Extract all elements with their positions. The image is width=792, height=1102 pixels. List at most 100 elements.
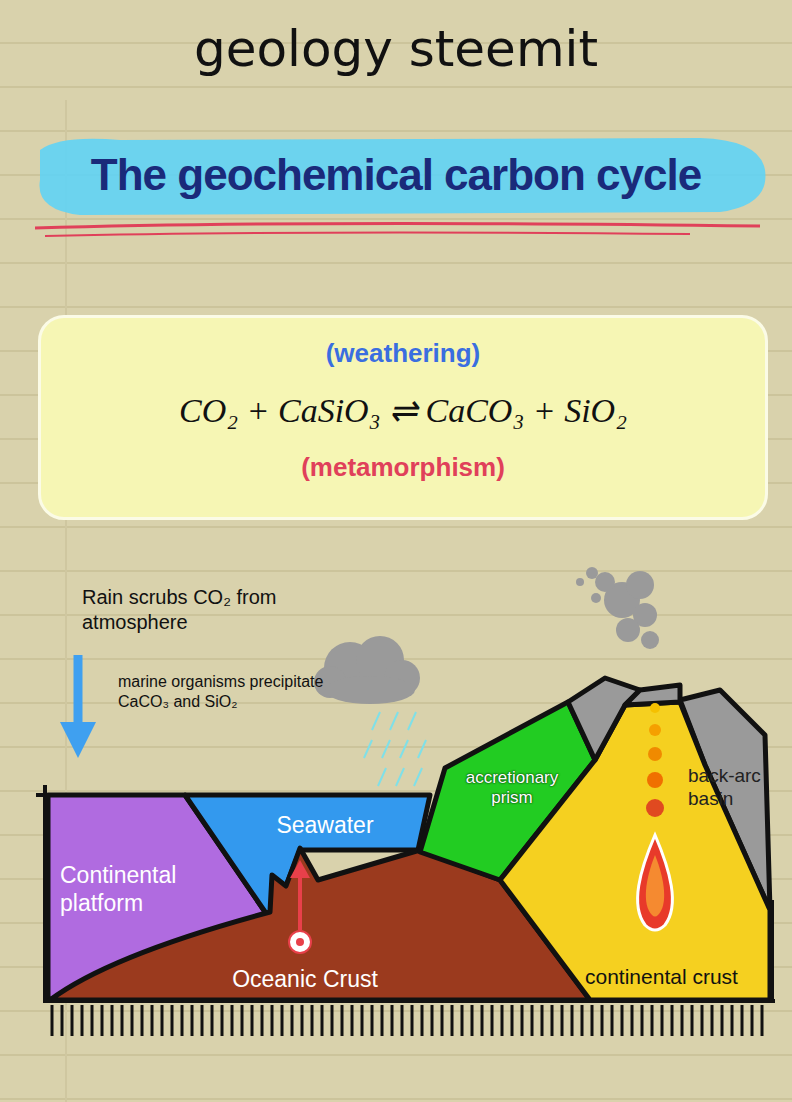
hatch-stroke [411, 1005, 414, 1036]
hatch-stroke [131, 1005, 134, 1036]
hatch-stroke [181, 1005, 184, 1036]
hatch-stroke [601, 1005, 604, 1036]
title-underline [35, 223, 760, 228]
hatch-stroke [301, 1005, 304, 1036]
hatch-stroke [61, 1005, 64, 1036]
hatch-stroke [141, 1005, 144, 1036]
hatch-stroke [191, 1005, 194, 1036]
volcanic-smoke [576, 567, 659, 649]
upwelling-source [289, 931, 311, 953]
hatch-stroke [111, 1005, 114, 1036]
hatch-stroke [91, 1005, 94, 1036]
hatch-stroke [331, 1005, 334, 1036]
hatch-stroke [651, 1005, 654, 1036]
ground-hatching [52, 1005, 762, 1036]
hatch-stroke [71, 1005, 74, 1036]
hatch-stroke [471, 1005, 474, 1036]
hatch-stroke [551, 1005, 554, 1036]
hatch-stroke [521, 1005, 524, 1036]
hatch-stroke [711, 1005, 714, 1036]
region-name: Continental platform [60, 862, 210, 917]
process-label: (metamorphism) [41, 452, 765, 483]
region-label: accretionary prism [452, 768, 572, 809]
hatch-stroke [671, 1005, 674, 1036]
region-name: Seawater [255, 812, 395, 840]
hatch-stroke [161, 1005, 164, 1036]
region-label: Continental platform [60, 862, 210, 917]
hatch-stroke [221, 1005, 224, 1036]
hatch-stroke [631, 1005, 634, 1036]
region-name: continental crust [585, 964, 765, 989]
region-label: Oceanic Crust [205, 966, 405, 994]
axis-line [43, 785, 47, 1003]
hatch-stroke [421, 1005, 424, 1036]
hatch-stroke [641, 1005, 644, 1036]
hatch-stroke [151, 1005, 154, 1036]
hatch-stroke [481, 1005, 484, 1036]
hatch-stroke [271, 1005, 274, 1036]
volcano-cap [625, 685, 680, 705]
hatch-stroke [681, 1005, 684, 1036]
title-underline [45, 232, 690, 236]
hatch-stroke [251, 1005, 254, 1036]
hatch-stroke [231, 1005, 234, 1036]
axis-tick [36, 793, 55, 797]
cloud [314, 636, 420, 704]
header: geology steemit [0, 18, 792, 81]
hatch-stroke [431, 1005, 434, 1036]
hatch-stroke [441, 1005, 444, 1036]
hatch-stroke [731, 1005, 734, 1036]
hatch-stroke [621, 1005, 624, 1036]
hatch-stroke [51, 1005, 54, 1036]
ground-line [770, 900, 774, 1003]
hatch-stroke [581, 1005, 584, 1036]
hatch-stroke [241, 1005, 244, 1036]
hatch-stroke [691, 1005, 694, 1036]
upwelling-source [296, 938, 304, 946]
hatch-stroke [291, 1005, 294, 1036]
hatch-stroke [341, 1005, 344, 1036]
hatch-stroke [391, 1005, 394, 1036]
region-label: Seawater [255, 812, 395, 840]
magma-dots [646, 703, 664, 817]
hatch-stroke [701, 1005, 704, 1036]
hatch-stroke [561, 1005, 564, 1036]
hatch-stroke [741, 1005, 744, 1036]
hatch-stroke [311, 1005, 314, 1036]
hatch-stroke [571, 1005, 574, 1036]
hatch-stroke [281, 1005, 284, 1036]
hatch-stroke [721, 1005, 724, 1036]
hatch-stroke [121, 1005, 124, 1036]
hatch-stroke [661, 1005, 664, 1036]
hatch-stroke [511, 1005, 514, 1036]
hatch-stroke [531, 1005, 534, 1036]
hatch-stroke [101, 1005, 104, 1036]
hatch-stroke [261, 1005, 264, 1036]
equation: CO₂ + CaSiO₃ ⇌ CaCO₃ + SiO₂ [41, 391, 765, 432]
hatch-stroke [611, 1005, 614, 1036]
region-name: back-arc basin [688, 765, 774, 811]
volcano-cap [568, 678, 640, 760]
hatch-stroke [751, 1005, 754, 1036]
upwelling-arrowhead [290, 860, 310, 878]
hatch-stroke [591, 1005, 594, 1036]
note: Rain scrubs CO₂ from atmosphere [82, 585, 282, 635]
region-name: Oceanic Crust [205, 966, 405, 994]
hatch-stroke [201, 1005, 204, 1036]
hatch-stroke [381, 1005, 384, 1036]
upwelling-arrow [298, 872, 302, 930]
hatch-stroke [321, 1005, 324, 1036]
rain [364, 712, 426, 786]
title: The geochemical carbon cycle [0, 150, 792, 200]
hatch-stroke [211, 1005, 214, 1036]
magma-chamber-core [646, 855, 664, 917]
hatch-stroke [761, 1005, 764, 1036]
hatch-stroke [401, 1005, 404, 1036]
ground-line [45, 999, 775, 1003]
hatch-stroke [461, 1005, 464, 1036]
hatch-stroke [541, 1005, 544, 1036]
equation-box: (weathering)CO₂ + CaSiO₃ ⇌ CaCO₃ + SiO₂(… [38, 315, 768, 520]
hatch-stroke [81, 1005, 84, 1036]
